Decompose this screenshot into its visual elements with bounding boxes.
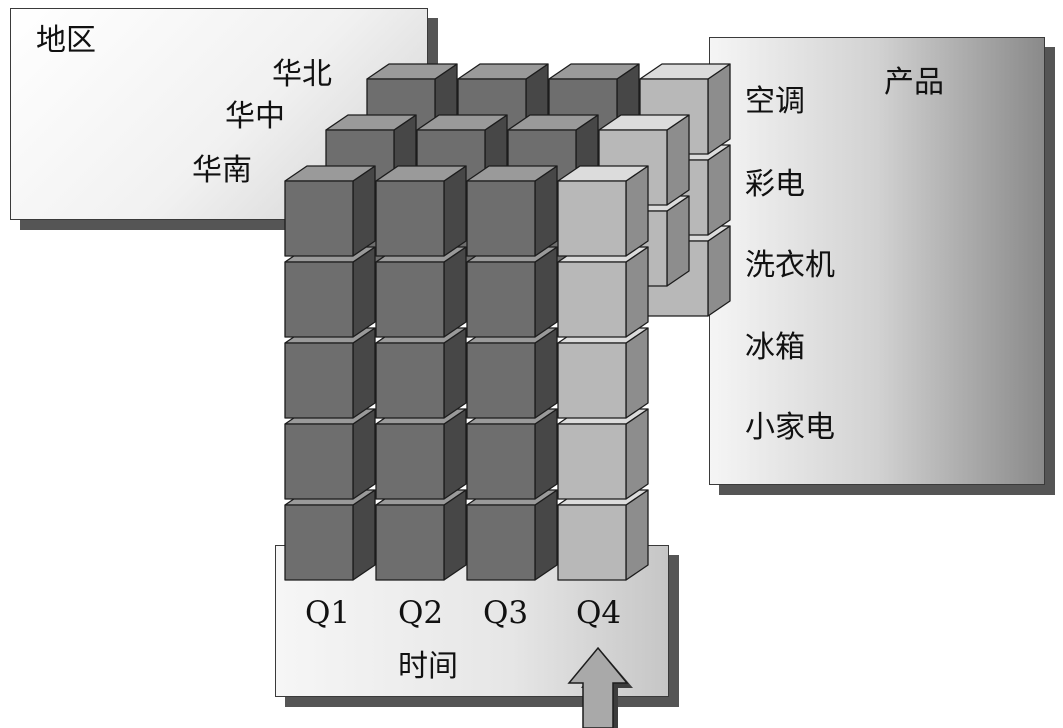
cube-cell [375,246,467,338]
cube-cell [557,165,649,257]
product-member-ac: 空调 [745,84,805,119]
region-title: 地区 [36,23,96,58]
cube-front-face [284,423,354,500]
product-member-washer: 洗衣机 [745,248,835,283]
cube-front-face [557,342,627,419]
cube-front-face [375,180,445,257]
cube-cell [466,165,558,257]
product-member-fridge: 冰箱 [745,330,805,365]
cube-front-face [466,180,536,257]
cube-cell [466,246,558,338]
time-member-q3: Q3 [483,595,529,631]
region-member-south: 华南 [192,153,252,188]
cube-cell [557,489,649,581]
cube-cell [375,408,467,500]
cube-cell [284,165,376,257]
cube-front-face [466,504,536,581]
cube-cell [284,327,376,419]
up-arrow-icon [567,646,633,728]
cube-cell [557,246,649,338]
cube-cell [284,489,376,581]
cube-front-face [466,261,536,338]
cube-cell [284,246,376,338]
cube-front-face [557,261,627,338]
cube-front-face [557,180,627,257]
cube-cell [466,408,558,500]
time-member-q4: Q4 [576,595,622,631]
region-member-north: 华北 [272,57,332,92]
cube-cell [466,327,558,419]
cube-cell [375,489,467,581]
cube-front-face [284,180,354,257]
cube-front-face [557,504,627,581]
cube-front-face [375,342,445,419]
time-member-q1: Q1 [305,595,351,631]
cube-front-face [284,342,354,419]
cube-cell [466,489,558,581]
cube-front-face [557,423,627,500]
time-member-q2: Q2 [398,595,444,631]
cube-front-face [466,423,536,500]
time-title: 时间 [398,649,458,684]
cube-front-face [284,261,354,338]
cube-front-face [284,504,354,581]
cube-cell [284,408,376,500]
cube-cell [375,327,467,419]
product-member-small-appliance: 小家电 [745,410,835,445]
region-member-central: 华中 [225,99,285,134]
cube-cell [557,327,649,419]
product-member-tv: 彩电 [745,167,805,202]
cube-front-face [375,504,445,581]
product-title: 产品 [884,65,944,100]
cube-front-face [466,342,536,419]
cube-cell [557,408,649,500]
cube-front-face [375,261,445,338]
product-panel [709,37,1045,485]
cube-cell [375,165,467,257]
cube-front-face [375,423,445,500]
